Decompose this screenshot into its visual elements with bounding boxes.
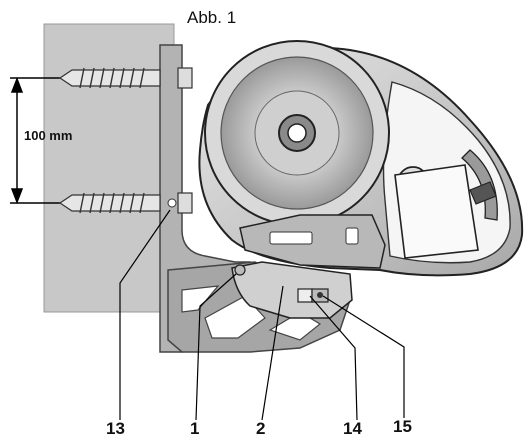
leader-lines <box>119 209 405 421</box>
figure-caption: Abb. 1 <box>187 8 237 27</box>
leader-15 <box>322 295 405 418</box>
callout-15: 15 <box>393 417 412 436</box>
wall-anchor-top <box>58 67 193 89</box>
callout-13: 13 <box>106 419 125 438</box>
frame-slot <box>345 227 359 245</box>
bracket-cutout <box>181 285 220 313</box>
leader-14 <box>309 295 358 421</box>
motor-block <box>394 164 479 259</box>
leader-2 <box>261 285 284 421</box>
dimension-label: 100 mm <box>24 128 73 143</box>
callout-14: 14 <box>343 419 362 438</box>
leader-13 <box>119 209 171 420</box>
gear-segment <box>461 149 498 221</box>
callout-2: 2 <box>256 419 266 438</box>
wall <box>43 23 175 313</box>
leader-1 <box>195 273 237 421</box>
clamp-assembly <box>297 288 329 303</box>
frame-slot <box>269 231 313 245</box>
callout-1: 1 <box>190 419 200 438</box>
segment-part <box>231 261 353 319</box>
spool-hole <box>287 123 307 143</box>
wall-anchor-bottom <box>58 192 193 214</box>
pawl <box>469 181 497 205</box>
fixing-bolt <box>234 264 246 276</box>
